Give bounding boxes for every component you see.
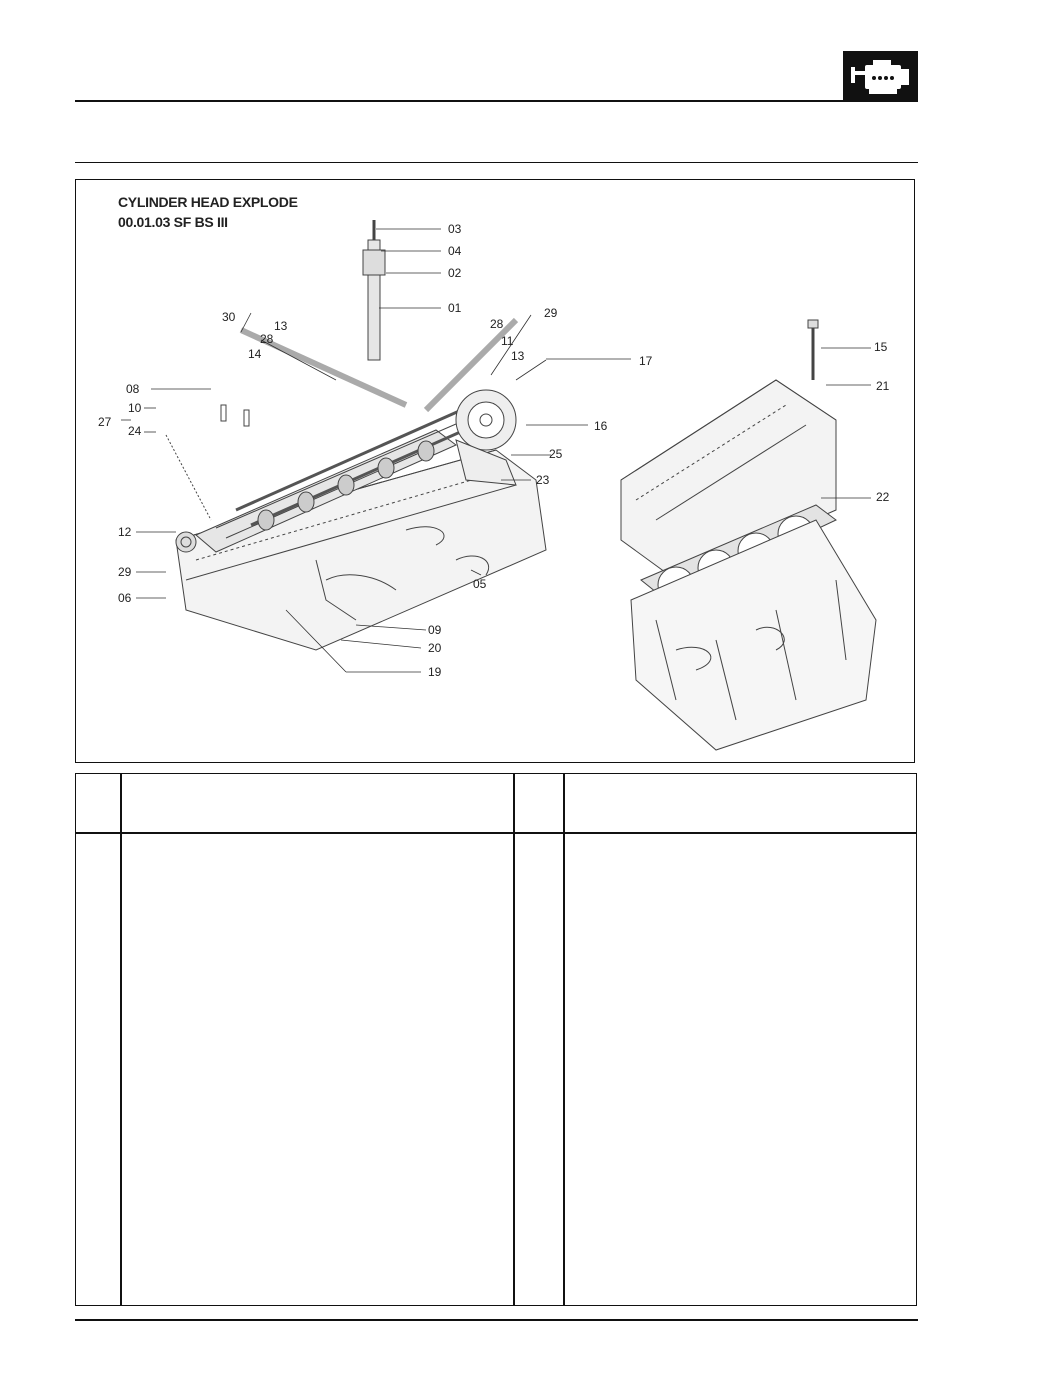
callout-29-top: 29 [544,306,558,320]
callout-29-bottom: 29 [118,565,132,579]
table-divider [513,774,515,1305]
exploded-view-figure: CYLINDER HEAD EXPLODE 00.01.03 SF BS III [75,179,915,763]
table-header-desc-right [565,774,915,832]
cylinder-head-diagram: 03 04 02 01 30 13 28 14 29 28 11 13 17 1… [98,220,890,751]
figure-title-line1: CYLINDER HEAD EXPLODE [118,194,298,210]
callout-12: 12 [118,525,132,539]
callout-25: 25 [549,447,563,461]
table-divider [120,774,122,1305]
callout-13-right: 13 [511,349,525,363]
callout-01: 01 [448,301,462,315]
callout-03: 03 [448,222,462,236]
leader-lines [121,228,871,673]
figure-title: CYLINDER HEAD EXPLODE 00.01.03 SF BS III [118,192,298,232]
callout-08: 08 [126,382,140,396]
engine-icon [843,51,918,101]
table-header-no-left [76,774,120,832]
callout-23: 23 [536,473,550,487]
callout-20: 20 [428,641,442,655]
callout-13-left: 13 [274,319,288,333]
parts-table [75,773,917,1306]
callout-28-right: 28 [490,317,504,331]
callout-14: 14 [248,347,262,361]
callout-02: 02 [448,266,462,280]
figure-title-line2: 00.01.03 SF BS III [118,214,228,230]
table-header-rule [76,832,916,834]
callout-labels: 03 04 02 01 30 13 28 14 29 28 11 13 17 1… [98,222,890,679]
section-rule [75,162,918,163]
callout-15: 15 [874,340,888,354]
callout-10: 10 [128,401,142,415]
cylinder-head-drawing [165,220,547,651]
table-divider [563,774,565,1305]
callout-04: 04 [448,244,462,258]
callout-21: 21 [876,379,890,393]
callout-06: 06 [118,591,132,605]
callout-22: 22 [876,490,890,504]
callout-05: 05 [473,577,487,591]
footer-rule [75,1319,918,1321]
callout-24: 24 [128,424,142,438]
callout-30: 30 [222,310,236,324]
table-header-desc-left [122,774,512,832]
engine-block-drawing [620,319,877,751]
callout-19: 19 [428,665,442,679]
header-rule [75,100,918,102]
callout-28-left: 28 [260,332,274,346]
callout-09: 09 [428,623,442,637]
callout-17: 17 [639,354,653,368]
callout-16: 16 [594,419,608,433]
table-header-no-right [515,774,563,832]
callout-11: 11 [501,334,514,348]
callout-27: 27 [98,415,112,429]
